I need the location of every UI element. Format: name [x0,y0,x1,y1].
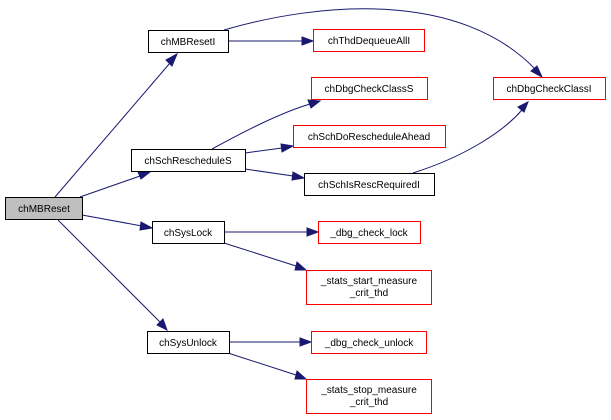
node-chDbgCheckClassS[interactable]: chDbgCheckClassS [311,77,428,100]
arrow-icon [301,36,315,46]
node-chSysLock[interactable]: chSysLock [152,221,225,244]
arrow-icon [299,337,313,347]
node-label: chSchIsRescRequiredI [318,180,420,191]
edge-chSchIsRescRequiredI-chDbgCheckClassI [412,109,523,174]
node-chDbgCheckClassI[interactable]: chDbgCheckClassI [493,77,606,100]
arrow-icon [280,143,295,153]
node-chSysUnlock[interactable]: chSysUnlock [147,331,230,354]
node-label: _dbg_check_lock [329,228,408,239]
node-chMBReset[interactable]: chMBReset [5,197,83,220]
arrow-icon [294,261,308,271]
edge-chMBResetI-chDbgCheckClassI [223,8,537,71]
node-label: chMBResetI [161,37,215,48]
arrow-icon [156,318,168,332]
node-label: chSchDoRescheduleAhead [308,132,430,143]
arrow-icon [306,227,320,237]
node-label: _dbg_check_unlock [324,338,414,349]
node-chThdDequeueAllI[interactable]: chThdDequeueAllI [313,29,425,52]
node-chSchDoRescheduleAhead[interactable]: chSchDoRescheduleAhead [293,125,446,148]
arrow-icon [530,65,544,79]
arrow-icon [307,99,322,109]
edge-chSchRescheduleS-chSchIsRescRequiredI [244,168,294,177]
node-label: chSysUnlock [159,338,218,349]
arrow-icon [517,100,529,113]
node-label: chDbgCheckClassI [506,84,591,95]
node-stats-stop-measure-crit-thd[interactable]: _stats_stop_measure _crit_thd [306,379,432,414]
edge-chSysLock-stats_start [223,242,297,267]
edge-chMBReset-chSysLock [81,214,143,227]
node-chSchIsRescRequiredI[interactable]: chSchIsRescRequiredI [304,173,435,196]
node-dbg-check-unlock[interactable]: _dbg_check_unlock [311,331,427,354]
edge-chSysUnlock-stats_stop [227,352,297,376]
node-label: _crit_thd [349,397,388,408]
node-label: chThdDequeueAllI [328,36,410,47]
node-label: _stats_stop_measure [320,385,417,396]
node-label: chDbgCheckClassS [325,84,414,95]
arrow-icon [291,171,306,181]
node-label: _stats_start_measure [320,276,418,287]
edges [54,8,544,380]
arrow-icon [294,370,308,380]
node-chMBResetI[interactable]: chMBResetI [148,30,229,53]
edge-chSchRescheduleS-chSchDoRescheduleAhead [244,147,283,154]
node-chSchRescheduleS[interactable]: chSchRescheduleS [131,149,246,172]
node-label: _crit_thd [349,288,388,299]
node-stats-start-measure-crit-thd[interactable]: _stats_start_measure _crit_thd [306,270,432,305]
edge-chMBReset-chSysUnlock [57,219,161,323]
edge-chMBReset-chMBResetI [54,62,171,198]
node-label: chSysLock [164,228,213,239]
edge-chMBReset-chSchRescheduleS [79,175,141,198]
node-label: chMBReset [18,204,70,215]
arrow-icon [165,52,179,67]
node-dbg-check-lock[interactable]: _dbg_check_lock [318,221,421,244]
node-label: chSchRescheduleS [144,156,232,167]
edge-chSchRescheduleS-chDbgCheckClassS [211,103,311,150]
arrow-icon [139,221,154,231]
arrow-icon [137,171,152,180]
